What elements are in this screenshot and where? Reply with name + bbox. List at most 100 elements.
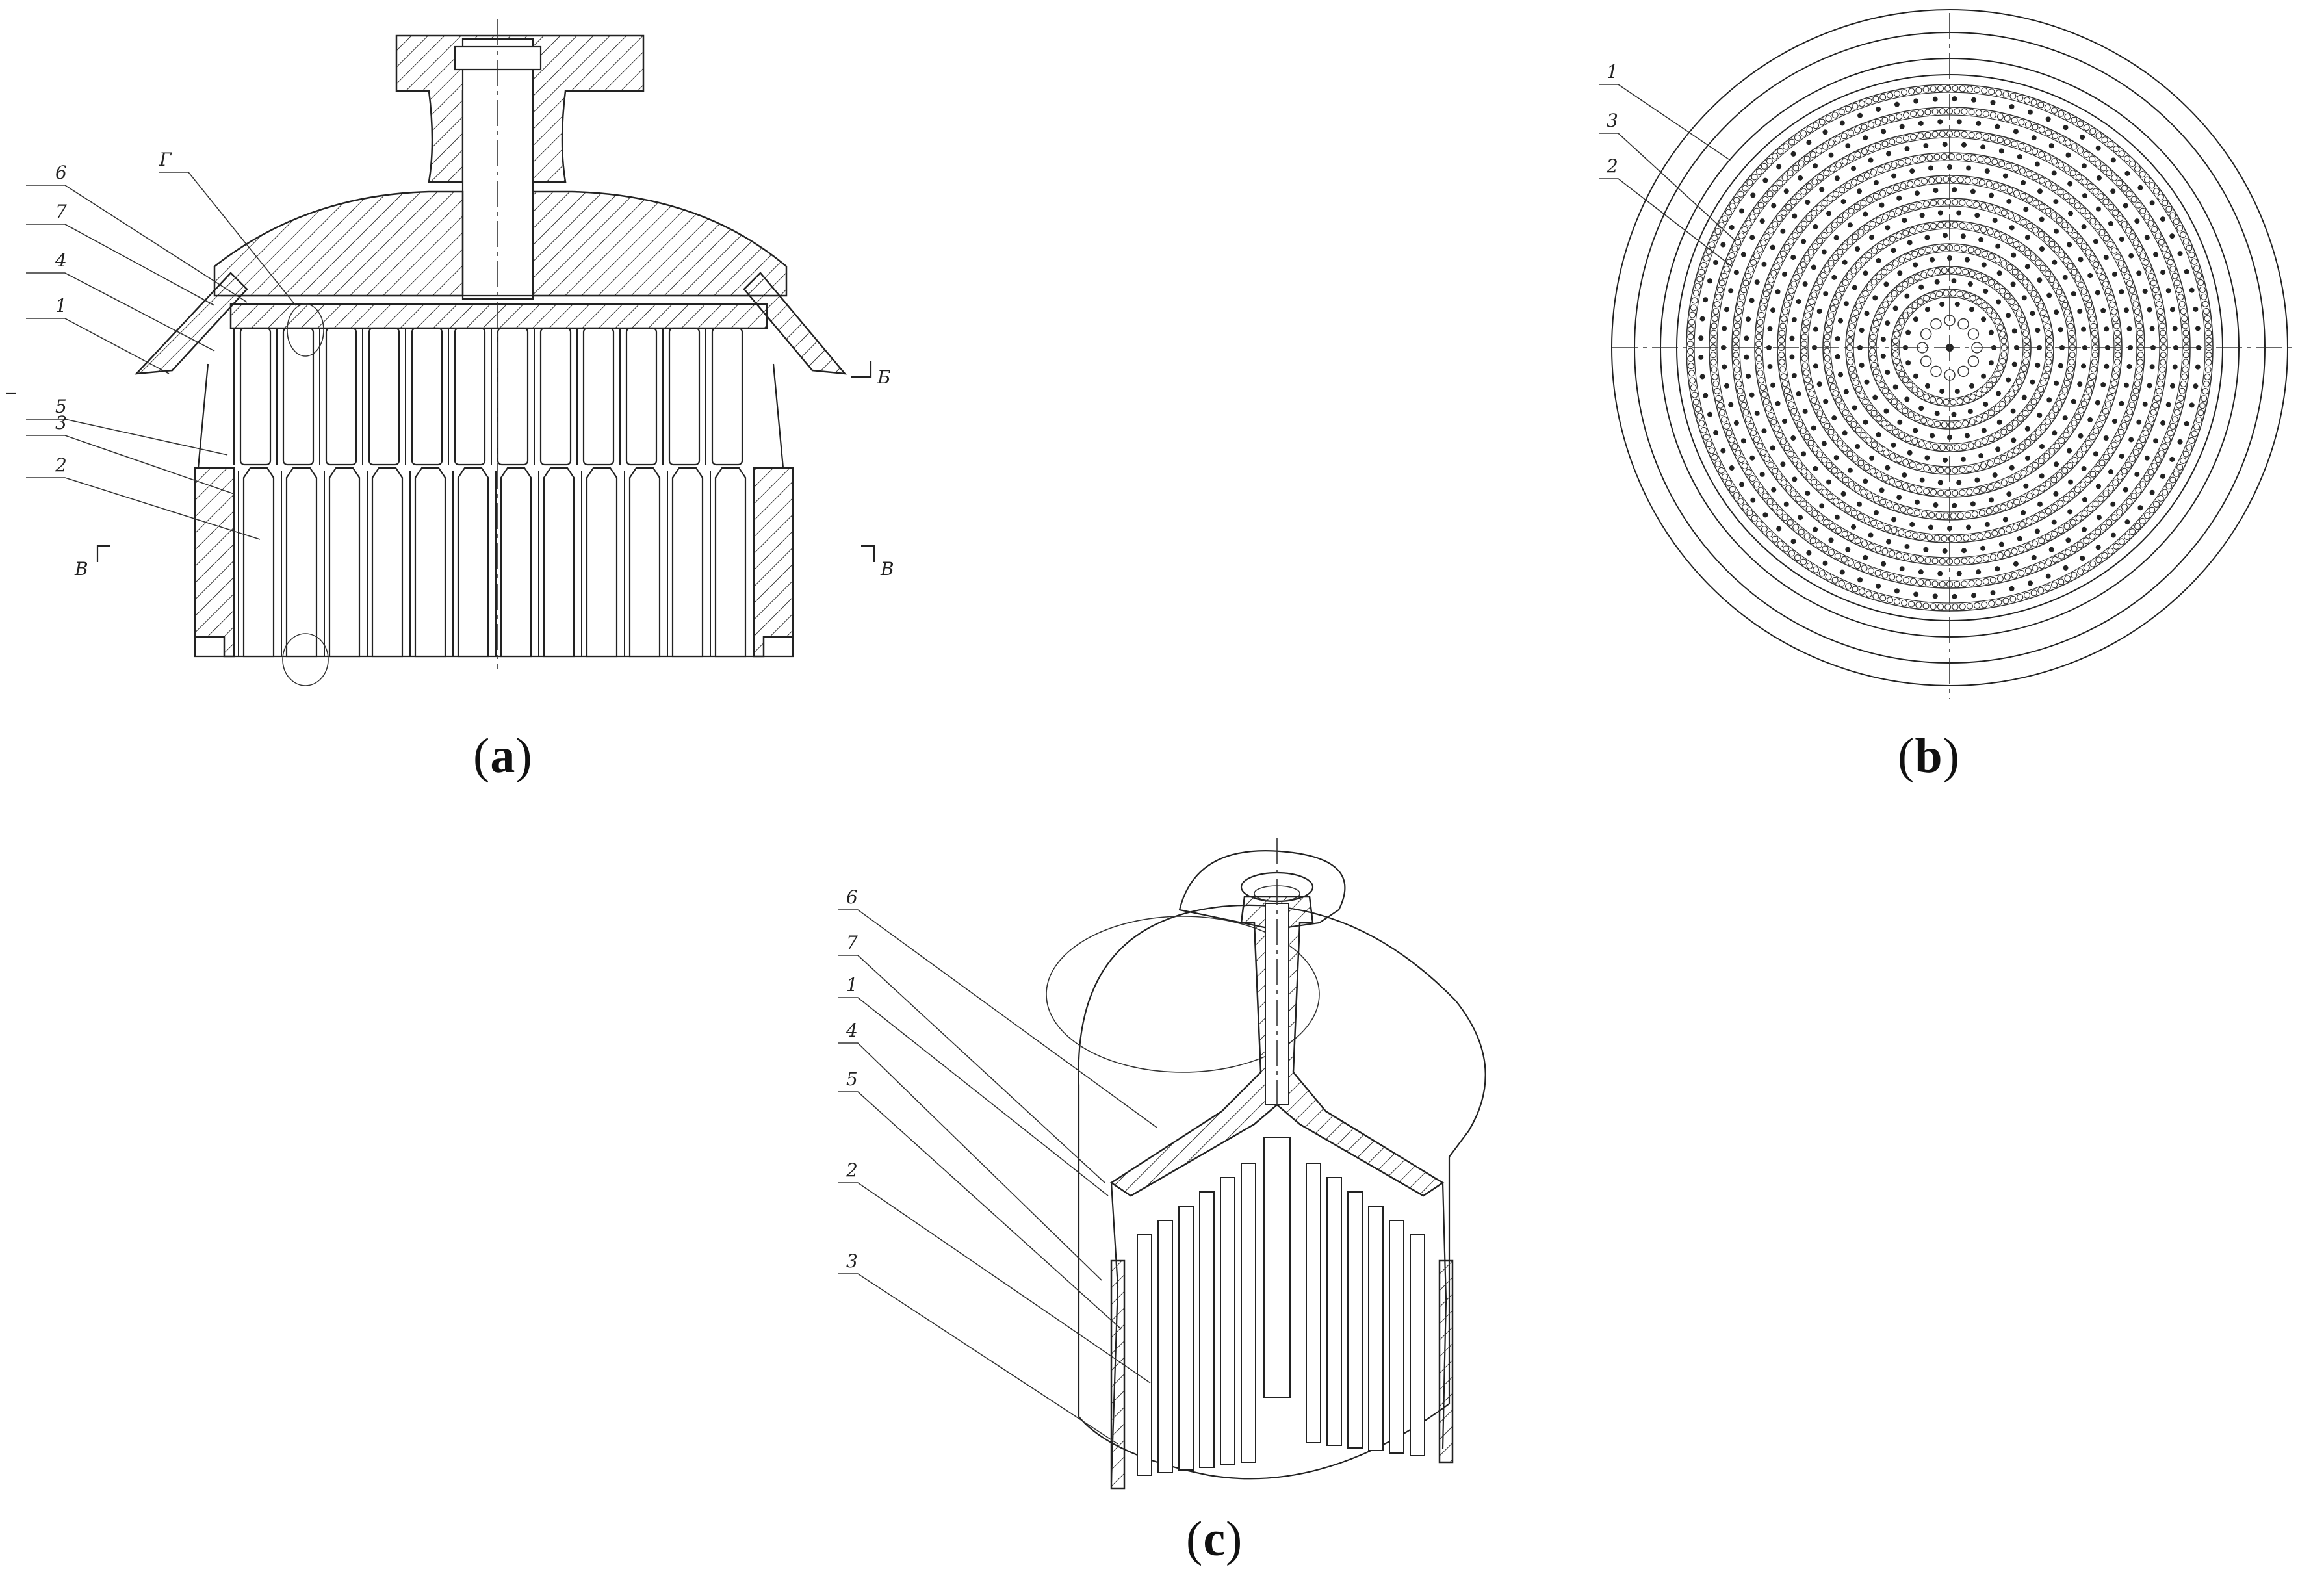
plan-dot: [1980, 545, 1986, 551]
plan-hole: [1929, 396, 1937, 403]
plan-hole: [2083, 393, 2090, 401]
plan-hole: [2013, 447, 2020, 454]
plan-hole: [1811, 178, 1818, 185]
plan-hole: [1893, 357, 1900, 365]
plan-hole: [1892, 337, 1899, 344]
plan-hole: [2030, 99, 2037, 106]
plan-dot: [2087, 417, 2093, 422]
plan-hole: [1955, 267, 1962, 274]
plan-hole: [2182, 366, 2189, 373]
plan-dot: [2009, 225, 2015, 231]
plan-hole: [1870, 355, 1877, 362]
plan-hole: [1801, 333, 1808, 341]
plan-hole: [2099, 274, 2106, 281]
plan-hole: [2063, 495, 2070, 502]
plan-dot: [2110, 188, 2116, 194]
plan-dot: [2078, 433, 2084, 439]
plan-hole: [2000, 479, 2008, 486]
plan-hole: [1895, 480, 1902, 487]
plan-hole: [1937, 199, 1944, 206]
plan-dot: [2051, 519, 2057, 525]
plan-hole: [2113, 366, 2120, 373]
leader-c-4: [838, 1042, 1102, 1281]
plan-dot: [1913, 428, 1918, 433]
plan-hole: [1805, 473, 1813, 480]
plan-dot: [1857, 112, 1863, 118]
plan-hole: [1865, 97, 1872, 105]
left-inner-shell: [197, 363, 227, 469]
plan-hole: [1898, 370, 1905, 378]
plan-hole: [2052, 282, 2059, 289]
plan-hole: [1902, 483, 1909, 490]
plan-hole: [1889, 550, 1896, 557]
plan-dot: [1728, 288, 1734, 294]
plan-dot: [2037, 188, 2043, 194]
plan-dot: [1995, 123, 2000, 129]
plan-hole: [2061, 467, 2069, 474]
plan-hole: [2085, 249, 2092, 256]
plan-hole: [1904, 253, 1912, 261]
plan-hole: [1837, 248, 1844, 255]
plan-hole: [2045, 559, 2052, 566]
plan-hole: [2095, 160, 2102, 167]
plan-dot: [1924, 235, 1930, 240]
plan-hole: [1931, 245, 1939, 252]
plan-hole: [1850, 510, 1858, 517]
plan-hole: [1800, 220, 1808, 227]
plan-hole: [2147, 220, 2154, 227]
plan-hole: [1798, 160, 1805, 167]
plan-dot: [2193, 383, 2199, 389]
plan-hole: [2063, 432, 2070, 439]
panel-c-cutaway-drawing: 6 7 1 4 5 2 3 (c): [806, 832, 1651, 1587]
plan-hole: [1866, 492, 1874, 500]
plan-hole: [1898, 529, 1905, 536]
plan-hole: [1767, 411, 1775, 419]
plan-hole: [1826, 319, 1833, 326]
plan-dot: [2134, 218, 2140, 224]
plan-hole: [1778, 337, 1785, 344]
plan-hole: [2106, 519, 2113, 526]
plan-hole: [1870, 169, 1878, 176]
plan-dot: [1873, 510, 1879, 515]
plan-hole: [1888, 211, 1896, 218]
plan-dot: [1905, 329, 1911, 335]
plan-dot: [2021, 394, 2027, 400]
plan-hole: [1775, 215, 1783, 222]
plan-dot: [1981, 262, 1987, 268]
plan-dot: [2160, 216, 2165, 222]
plan-hole: [2004, 550, 2011, 557]
plan-dot: [1790, 435, 1796, 441]
plan-hole: [1861, 123, 1868, 131]
plan-hole: [2102, 490, 2110, 497]
plan-dot: [1819, 503, 1825, 509]
plan-hole: [2154, 394, 2161, 402]
plan-hole: [2069, 198, 2076, 205]
plan-hole: [2064, 549, 2072, 556]
plan-dot: [1998, 148, 2004, 154]
plan-dot: [1859, 362, 1865, 368]
plan-hole: [2000, 337, 2008, 344]
plan-dot: [1835, 354, 1840, 359]
plan-hole: [1757, 201, 1764, 209]
plan-hole: [1975, 416, 1983, 423]
plan-hole: [1733, 322, 1740, 329]
plan-hole: [1853, 485, 1861, 492]
plan-dot: [2062, 274, 2068, 280]
plan-dot: [1894, 101, 1900, 107]
plan-hole: [1895, 208, 1902, 215]
plan-hole: [1857, 513, 1864, 521]
plan-hole: [2132, 239, 2139, 246]
plan-dot: [2110, 501, 2116, 507]
plan-dot: [2034, 161, 2040, 167]
plan-hole: [1879, 498, 1887, 506]
plan-hole: [2039, 203, 2046, 211]
plan-dot: [1746, 373, 1751, 379]
plan-hole: [2118, 538, 2125, 545]
plan-hole: [1968, 580, 1975, 587]
plan-hole: [2089, 560, 2097, 567]
plan-hole: [2074, 202, 2081, 209]
plan-hole: [1975, 109, 1982, 116]
plan-hole: [1691, 297, 1698, 304]
plan-hole: [2177, 294, 2184, 301]
plan-dot: [1792, 213, 1798, 219]
